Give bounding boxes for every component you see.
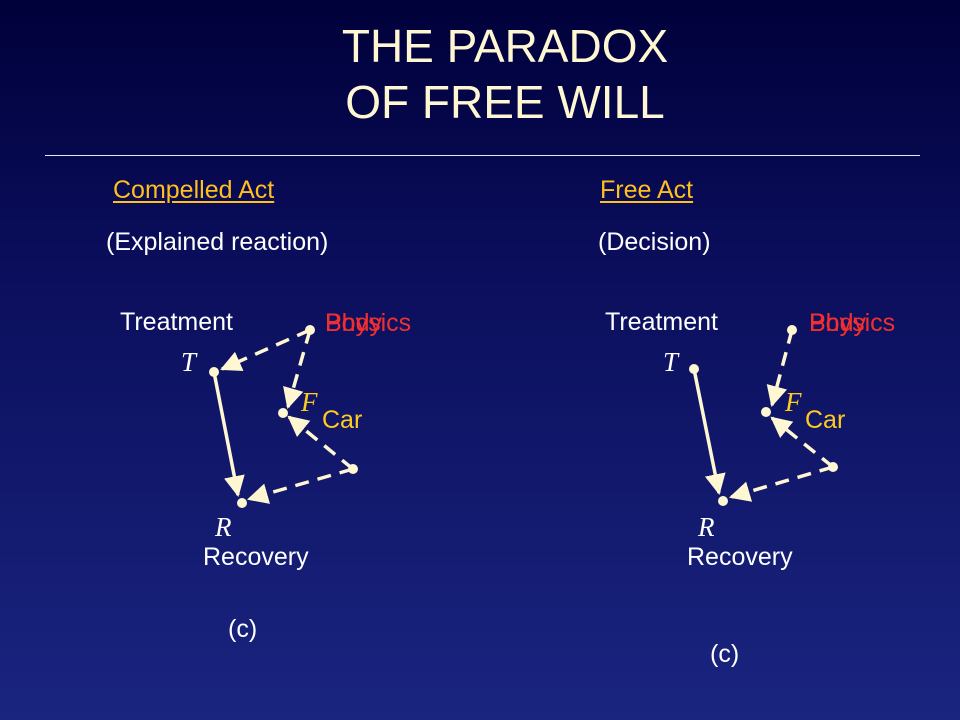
right-edge-u-f	[766, 329, 794, 408]
right-edge-c-f	[770, 416, 835, 469]
title-divider	[45, 155, 920, 156]
right-var-t: T	[663, 347, 679, 377]
right-var-f: F	[785, 387, 802, 417]
right-diagram	[692, 329, 835, 502]
left-body-label: Body	[325, 309, 382, 337]
slide-title: THE PARADOX OF FREE WILL	[0, 18, 960, 130]
right-caption: (c)	[710, 640, 740, 668]
right-node-r	[718, 496, 728, 506]
left-edge-c-r	[246, 467, 354, 504]
right-edge-t-r	[692, 368, 726, 496]
compelled-act-subheading: (Explained reaction)	[106, 228, 329, 256]
right-node-c	[828, 462, 838, 472]
left-diagram	[212, 328, 355, 504]
left-recovery-label: Recovery	[203, 543, 309, 571]
left-node-c	[348, 464, 358, 474]
compelled-act-heading: Compelled Act	[113, 176, 275, 204]
left-var-r: R	[215, 512, 232, 542]
free-act-heading: Free Act	[600, 176, 694, 204]
left-nodes	[209, 325, 358, 508]
left-treatment-label: Treatment	[120, 308, 234, 336]
left-physics-label: Physics	[325, 309, 412, 337]
right-nodes	[689, 325, 838, 506]
right-body-label: Body	[809, 309, 866, 337]
title-line-2: OF FREE WILL	[345, 76, 665, 128]
left-node-u	[305, 325, 315, 335]
free-act-subheading: (Decision)	[598, 228, 711, 256]
left-var-f: F	[301, 387, 318, 417]
right-node-t	[689, 364, 699, 374]
right-node-u	[787, 325, 797, 335]
left-caption: (c)	[228, 615, 258, 643]
left-edge-u-t	[220, 328, 311, 371]
right-edge-c-r	[728, 465, 834, 502]
right-node-f	[761, 407, 771, 417]
left-var-t: T	[181, 347, 197, 377]
right-physics-label: Physics	[809, 309, 896, 337]
left-car-label: Car	[322, 406, 363, 434]
title-line-1: THE PARADOX	[341, 20, 669, 72]
left-edge-t-r	[212, 371, 245, 498]
left-node-f	[278, 408, 288, 418]
right-treatment-label: Treatment	[605, 308, 719, 336]
left-edge-c-f	[287, 415, 355, 471]
right-recovery-label: Recovery	[687, 543, 793, 571]
right-car-label: Car	[805, 406, 846, 434]
right-var-r: R	[698, 512, 715, 542]
left-node-r	[237, 498, 247, 508]
left-edge-u-f	[283, 329, 312, 410]
left-node-t	[209, 367, 219, 377]
